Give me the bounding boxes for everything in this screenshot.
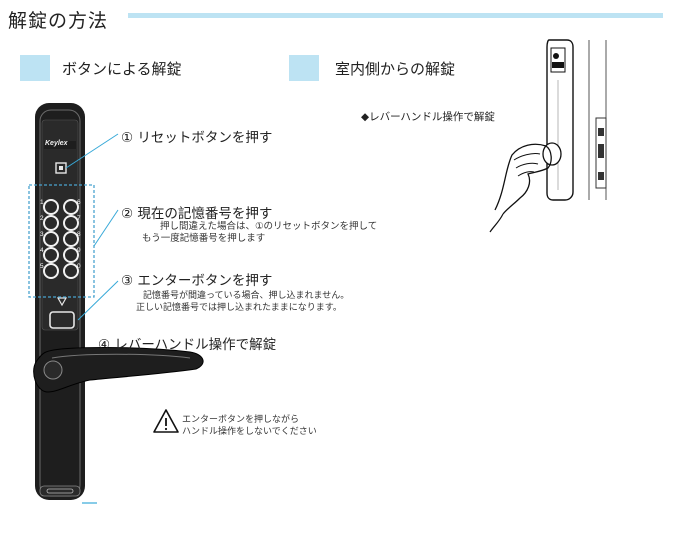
hand-icon xyxy=(494,143,552,215)
key-labels: 1 6 2 7 3 8 4 9 5 0 xyxy=(40,190,82,280)
section-heading-button-unlock: ボタンによる解錠 xyxy=(62,60,182,78)
key-label-8: 8 xyxy=(77,231,81,238)
key-label-5: 5 xyxy=(40,263,44,270)
key-label-7: 7 xyxy=(77,215,81,222)
key-label-6: 6 xyxy=(77,199,81,206)
step-2-enter-code: ② 現在の記憶番号を押す xyxy=(121,206,273,222)
interior-caption: ◆レバーハンドル操作で解錠 xyxy=(361,111,495,123)
enter-arrow-icon xyxy=(56,297,68,307)
key-label-4: 4 xyxy=(40,247,44,254)
page-title: 解錠の方法 xyxy=(8,10,109,32)
step-2-note-line-1: 押し間違えた場合は、①のリセットボタンを押して xyxy=(160,221,378,232)
key-7 xyxy=(63,215,79,231)
key-6 xyxy=(63,199,79,215)
warning-line-1: エンターボタンを押しながら xyxy=(182,415,300,425)
brand-logo-text: Keylex xyxy=(45,140,68,147)
brand-badge xyxy=(44,141,76,149)
interior-handle xyxy=(542,142,562,166)
key-label-0: 0 xyxy=(77,263,81,270)
key-3 xyxy=(43,231,59,247)
key-8 xyxy=(63,231,79,247)
key-label-1: 1 xyxy=(40,199,44,206)
keypad-keys xyxy=(43,199,79,279)
warning-line-2: ハンドル操作をしないでください xyxy=(182,427,317,437)
key-5 xyxy=(43,263,59,279)
step-3-note-line-1: 記憶番号が間違っている場合、押し込まれません。 xyxy=(143,291,350,301)
key-0 xyxy=(63,263,79,279)
step-4-lever: ④ レバーハンドル操作で解錠 xyxy=(98,337,277,353)
section-marker-left xyxy=(20,55,50,81)
keypad-highlight xyxy=(28,184,95,298)
key-2 xyxy=(43,215,59,231)
key-label-9: 9 xyxy=(77,247,81,254)
lever-handle xyxy=(33,347,204,393)
step-3-enter-button: ③ エンターボタンを押す xyxy=(121,273,273,289)
step-2-note-line-2: もう一度記憶番号を押します xyxy=(142,233,266,244)
title-rule xyxy=(128,13,663,18)
step-1-reset: ① リセットボタンを押す xyxy=(121,130,273,146)
key-label-3: 3 xyxy=(40,231,44,238)
section-marker-right xyxy=(289,55,319,81)
key-9 xyxy=(63,247,79,263)
key-1 xyxy=(43,199,59,215)
step-3-note-line-2: 正しい記憶番号では押し込まれたままになります。 xyxy=(136,303,342,313)
key-cylinder xyxy=(39,485,81,497)
key-4 xyxy=(43,247,59,263)
section-heading-interior-unlock: 室内側からの解錠 xyxy=(335,60,456,78)
key-label-2: 2 xyxy=(40,215,44,222)
enter-button xyxy=(49,311,75,329)
